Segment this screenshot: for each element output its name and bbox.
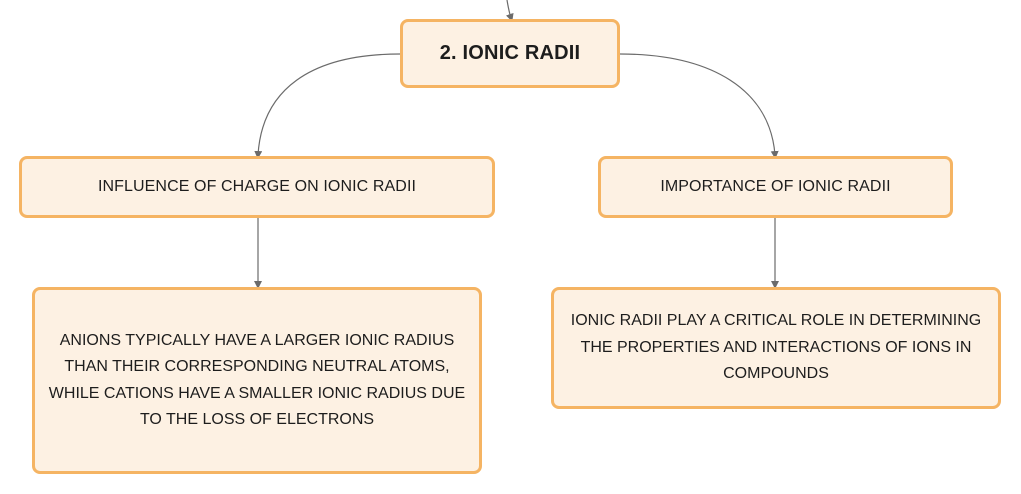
branch-node-influence-of-charge[interactable]: INFLUENCE OF CHARGE ON IONIC RADII (19, 156, 495, 218)
connector-root-to-right-branch (619, 53, 779, 159)
detail-node-importance[interactable]: IONIC RADII PLAY A CRITICAL ROLE IN DETE… (551, 287, 1001, 409)
root-node[interactable]: 2. IONIC RADII (400, 19, 620, 88)
branch-node-label: IMPORTANCE OF IONIC RADII (660, 178, 891, 195)
branch-node-label: INFLUENCE OF CHARGE ON IONIC RADII (97, 178, 417, 195)
detail-node-influence-of-charge[interactable]: ANIONS TYPICALLY HAVE A LARGER IONIC RAD… (32, 287, 482, 474)
detail-node-text: IONIC RADII PLAY A CRITICAL ROLE IN DETE… (570, 312, 982, 383)
root-node-label: 2. IONIC RADII (439, 42, 581, 64)
detail-node-text: ANIONS TYPICALLY HAVE A LARGER IONIC RAD… (48, 331, 466, 428)
branch-node-importance[interactable]: IMPORTANCE OF IONIC RADII (598, 156, 953, 218)
incoming-connector (505, 0, 514, 22)
connector-root-to-left-branch (254, 53, 401, 159)
